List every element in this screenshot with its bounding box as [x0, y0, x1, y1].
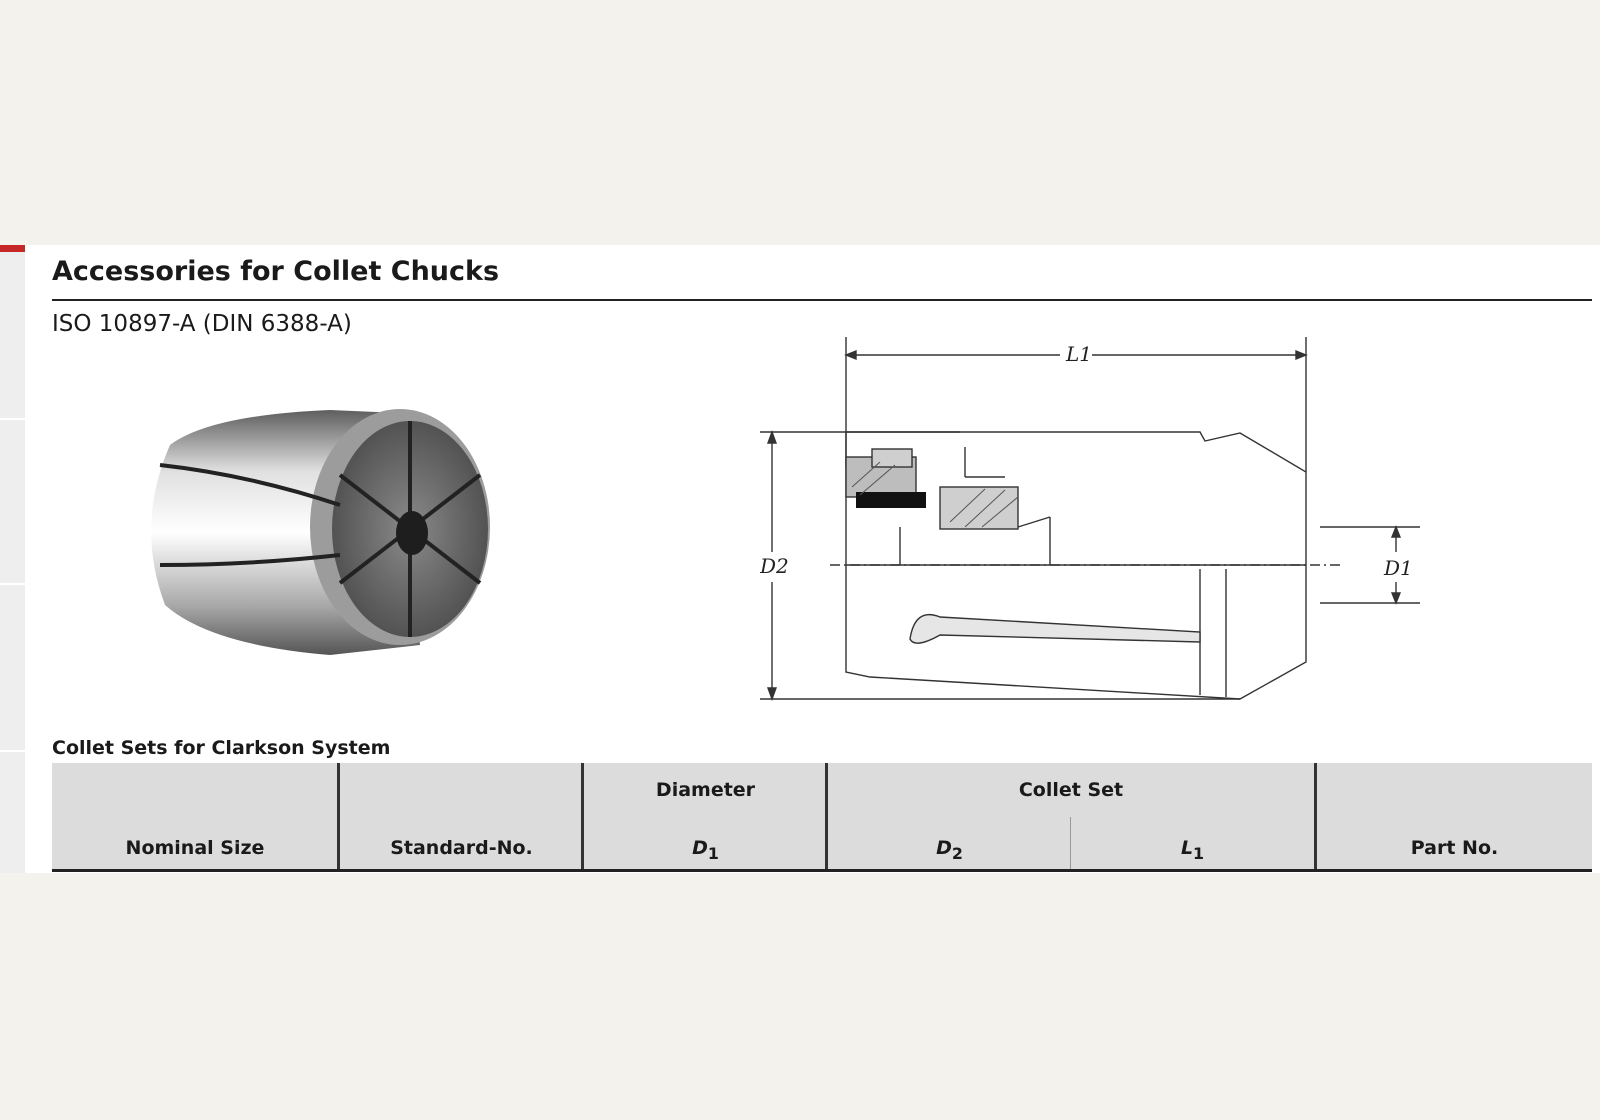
collet-technical-drawing: L1 D2 D1 [760, 337, 1420, 702]
d2-label: D2 [760, 554, 789, 578]
column-divider [825, 763, 828, 869]
column-divider [581, 763, 584, 869]
side-tab-divider [0, 583, 25, 585]
side-tab-divider [0, 418, 25, 420]
col-diameter: Diameter D1 [584, 763, 827, 869]
column-divider [1314, 763, 1317, 869]
col-nominal-size: Nominal Size [52, 763, 338, 869]
collet-photo [151, 409, 490, 655]
col-collet-set: Collet Set D2 L1 [828, 763, 1314, 869]
header-d1-letter: D [692, 837, 708, 859]
table-header-rule [52, 869, 1592, 872]
table-caption: Collet Sets for Clarkson System [52, 737, 391, 759]
header-standard-no: Standard-No. [390, 837, 533, 859]
header-l1-letter: L [1180, 837, 1194, 859]
side-tab-divider [0, 750, 25, 752]
header-collet-set: Collet Set [1018, 779, 1124, 801]
header-d2: D2 [828, 837, 1071, 863]
header-d2-letter: D [936, 837, 952, 859]
side-tab-strip [0, 245, 25, 873]
subcolumn-divider [1070, 817, 1071, 869]
header-d1-sub: 1 [707, 843, 719, 863]
header-d1: D1 [584, 837, 827, 863]
header-nominal-size: Nominal Size [125, 837, 265, 859]
title-rule [52, 299, 1592, 301]
page-subtitle: ISO 10897-A (DIN 6388-A) [52, 311, 352, 337]
page-title: Accessories for Collet Chucks [52, 256, 500, 287]
l1-label: L1 [1065, 342, 1092, 366]
d1-label: D1 [1383, 556, 1413, 580]
catalog-sheet: Accessories for Collet Chucks ISO 10897-… [0, 245, 1600, 873]
table-header: Nominal Size Standard-No. Diameter D1 Co… [52, 763, 1592, 869]
header-l1: L1 [1071, 837, 1314, 863]
header-diameter: Diameter [655, 779, 756, 801]
col-standard-no: Standard-No. [340, 763, 583, 869]
header-l1-sub: 1 [1193, 843, 1205, 863]
side-tab-accent [0, 245, 25, 252]
column-divider [337, 763, 340, 869]
header-part-no: Part No. [1410, 837, 1499, 859]
col-part-no: Part No. [1317, 763, 1592, 869]
header-d2-sub: 2 [951, 843, 963, 863]
